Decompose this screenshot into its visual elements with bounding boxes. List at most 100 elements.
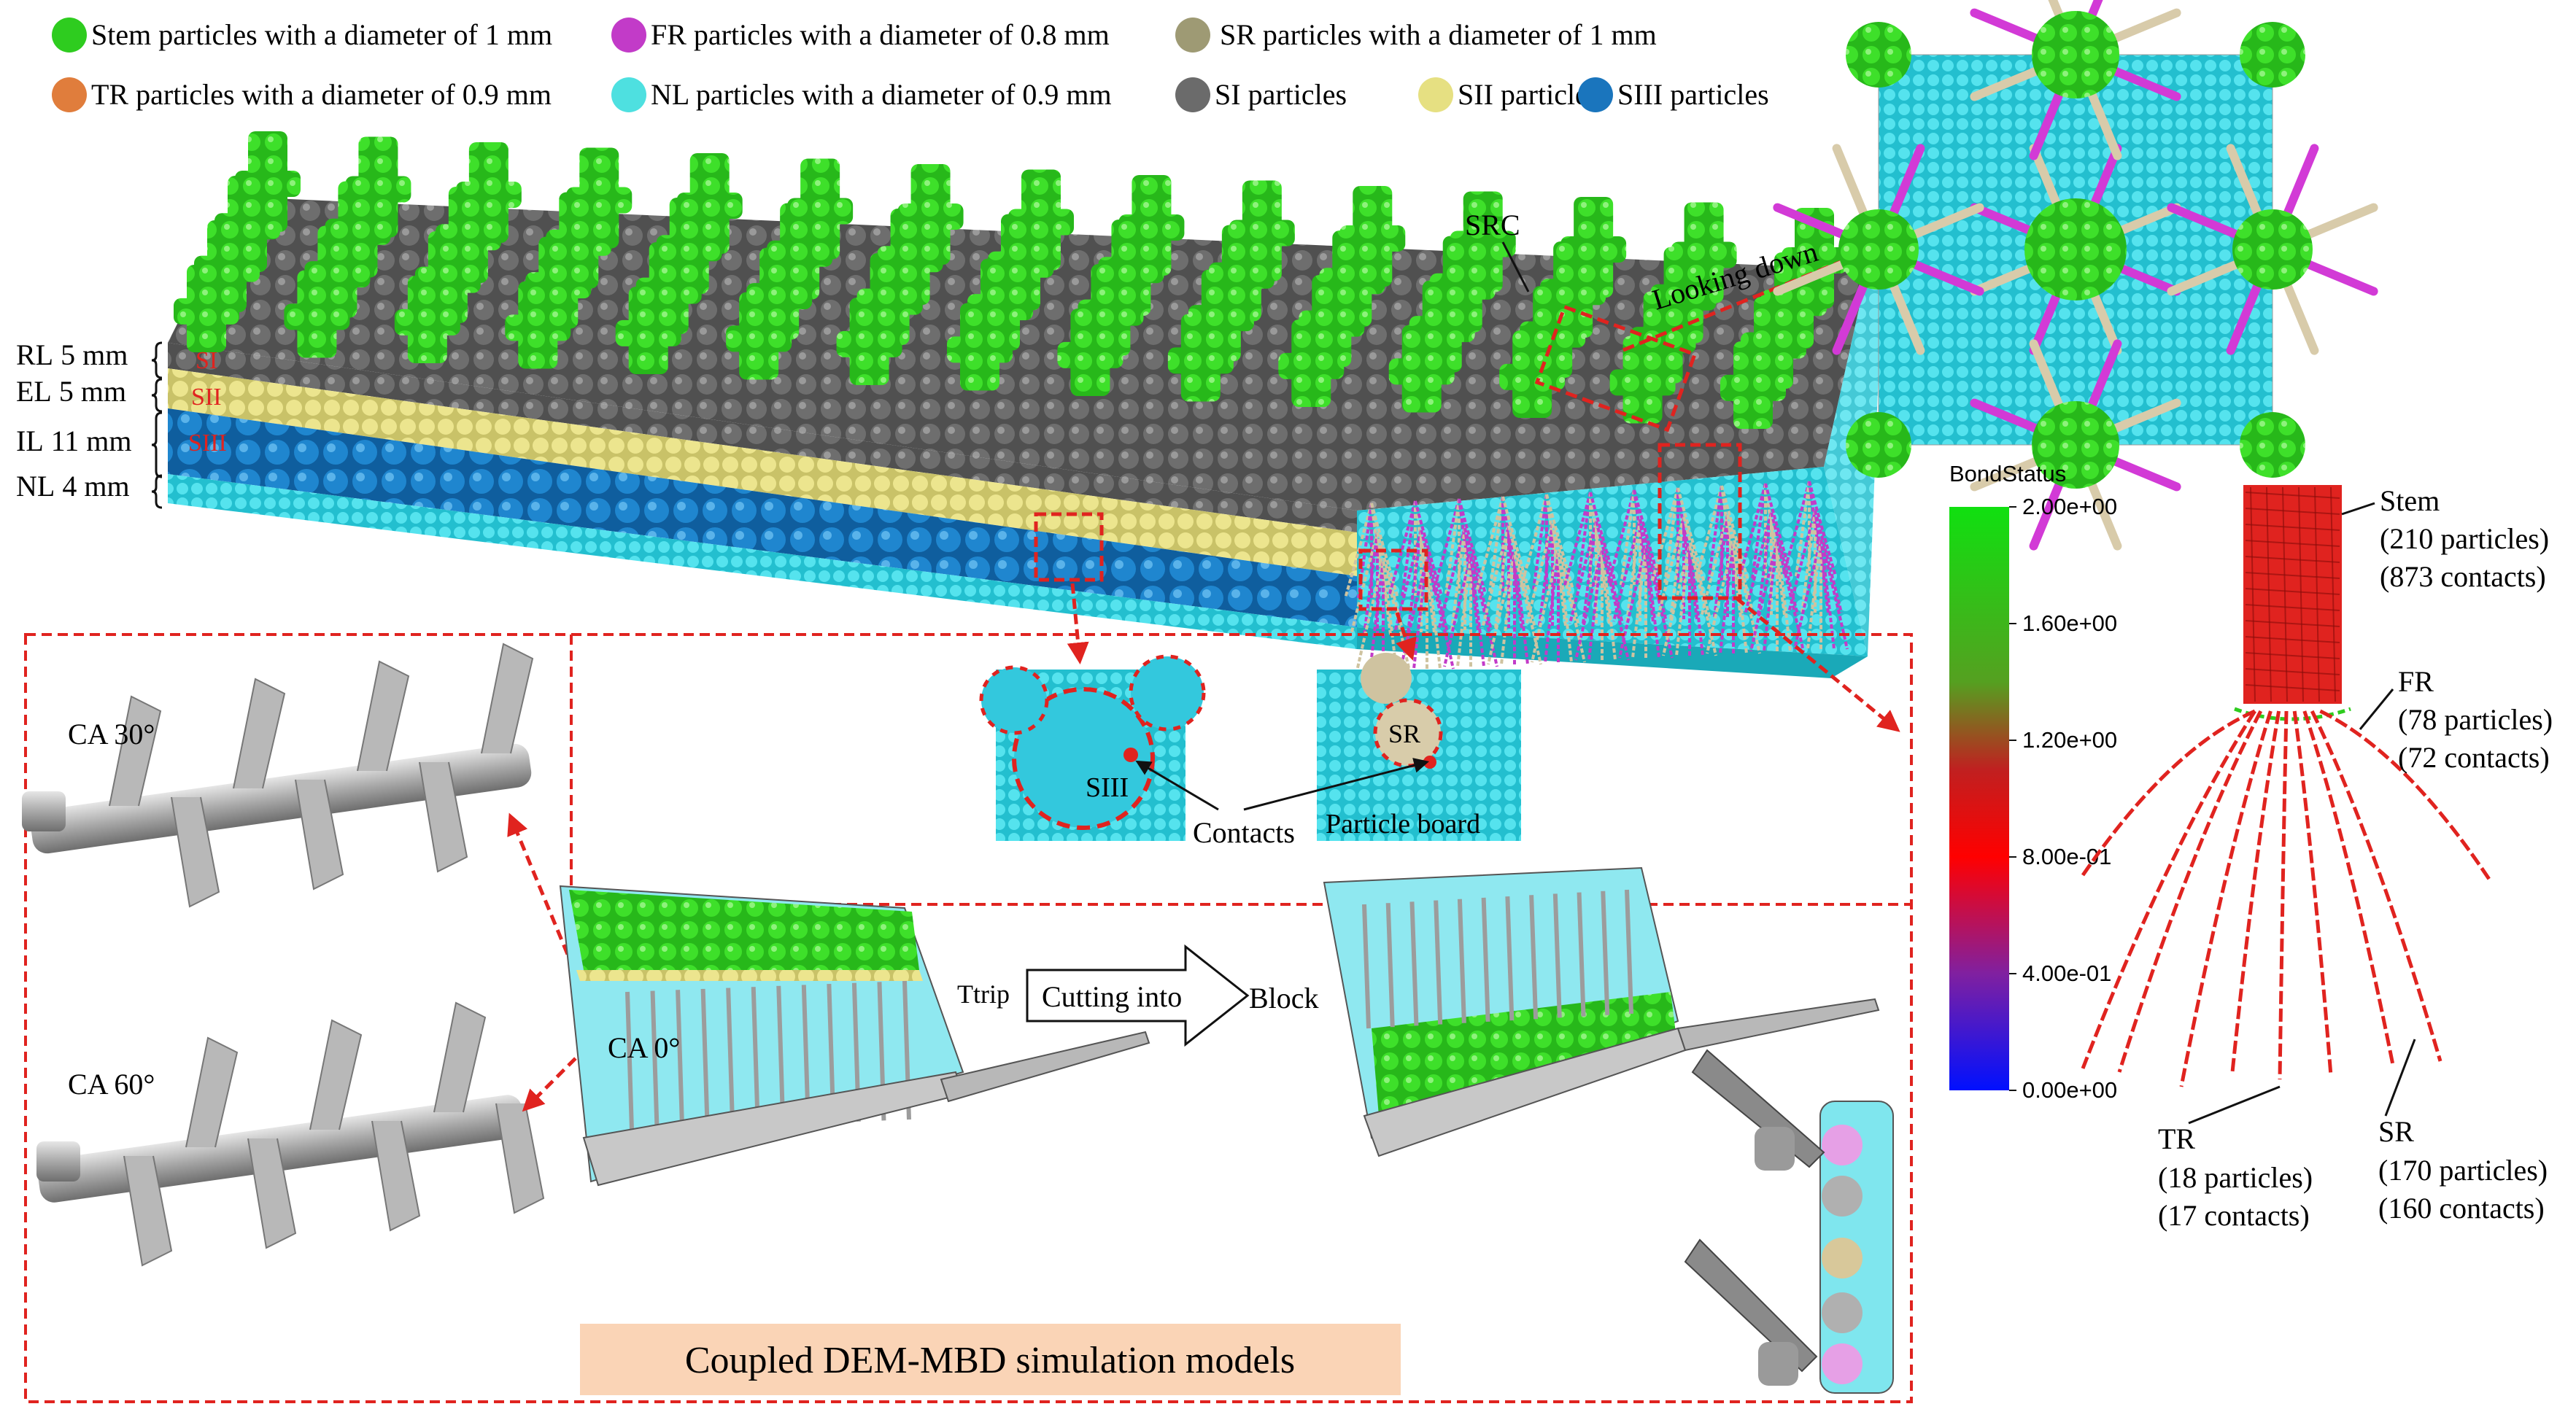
legend-label-tr: TR particles with a diameter of 0.9 mm <box>91 78 552 111</box>
legend-label-stem: Stem particles with a diameter of 1 mm <box>91 18 552 51</box>
stem-label: Stem <box>2380 484 2440 517</box>
legend-swatch-tr <box>52 77 87 112</box>
legend-item-sr: SR particles with a diameter of 1 mm <box>1175 18 1657 53</box>
siii-neighbor-1 <box>981 667 1047 733</box>
stem-contacts: (873 contacts) <box>2380 560 2546 593</box>
contact-inset-siii: SIII <box>981 656 1204 841</box>
ca30-label: CA 30° <box>68 718 155 750</box>
ca0-label: CA 0° <box>608 1031 680 1064</box>
rotor-blade <box>310 1020 361 1130</box>
layer-label-nl: NL4 mm <box>16 470 130 503</box>
stem-crossbar <box>1720 375 1786 401</box>
top-view-stem-top <box>2032 11 2119 98</box>
legend-swatch-nl <box>611 77 646 112</box>
machine-after <box>1324 868 1893 1393</box>
frame-left-top <box>571 635 1342 904</box>
tr-leader <box>2189 1087 2280 1123</box>
contact-inset-sr: SR Particle board <box>1317 653 1521 841</box>
fr-label: FR <box>2398 665 2434 698</box>
particle-board-label: Particle board <box>1326 809 1480 839</box>
stem-crossbar <box>616 320 681 346</box>
stem-leader <box>2342 503 2375 514</box>
legend-item-si: SI particles <box>1175 77 1347 112</box>
top-view-stem-right <box>2232 209 2313 290</box>
ca60-label: CA 60° <box>68 1068 155 1101</box>
sr-root-label: SR <box>2378 1115 2414 1148</box>
block-label: Block <box>1249 982 1319 1014</box>
stem-crossbar <box>1610 369 1676 395</box>
stem-crossbar <box>726 325 792 352</box>
rotor-ca60 <box>36 1003 544 1265</box>
stem-crossbar <box>395 309 460 335</box>
arm-joint-upper <box>1755 1127 1795 1171</box>
stem-crossbar <box>1057 342 1123 368</box>
colorbar-tick-label: 2.00e+00 <box>2022 494 2117 519</box>
legend-item-sii: SII particles <box>1418 77 1599 112</box>
fr-contacts: (72 contacts) <box>2398 741 2550 774</box>
top-view-stem-tr <box>2240 22 2305 88</box>
layer-label-il: IL11 mm <box>16 424 132 457</box>
sr-root-particles: (170 particles) <box>2378 1154 2548 1187</box>
stem-crossbar <box>505 314 570 341</box>
legend-label-siii: SIII particles <box>1617 78 1769 111</box>
brace-nl <box>152 476 162 508</box>
sr-root-contacts: (160 contacts) <box>2378 1192 2545 1225</box>
caption-text: Coupled DEM-MBD simulation models <box>685 1340 1295 1381</box>
top-view-stem-br <box>2240 412 2305 478</box>
legend-swatch-si <box>1175 77 1210 112</box>
legend-label-sr: SR particles with a diameter of 1 mm <box>1220 18 1657 51</box>
sr-inset-label: SR <box>1388 719 1420 748</box>
ca60-hub <box>36 1141 80 1182</box>
contacts-label: Contacts <box>1193 816 1295 849</box>
stem-crossbar <box>1499 364 1565 390</box>
rotor-blade <box>186 1038 237 1147</box>
colorbar-ticks: 2.00e+001.60e+001.20e+008.00e-014.00e-01… <box>2009 494 2117 1103</box>
legend: Stem particles with a diameter of 1 mm F… <box>52 18 1769 112</box>
stem-crossbar <box>947 336 1013 362</box>
legend-item-siii: SIII particles <box>1578 77 1769 112</box>
legend-item-nl: NL particles with a diameter of 0.9 mm <box>611 77 1112 112</box>
gear-4 <box>1822 1292 1863 1333</box>
stem-crossbar <box>284 303 349 330</box>
siii-contact-point <box>1123 748 1138 762</box>
colorbar-tick-label: 1.20e+00 <box>2022 727 2117 753</box>
root-line <box>2181 711 2270 1087</box>
siii-neighbor-2 <box>1131 656 1204 729</box>
gear-3 <box>1822 1238 1863 1279</box>
legend-item-tr: TR particles with a diameter of 0.9 mm <box>52 77 552 112</box>
legend-swatch-sii <box>1418 77 1453 112</box>
ca30-hub <box>22 791 66 831</box>
top-view-stem-tl <box>1846 22 1911 88</box>
gear-5 <box>1822 1343 1863 1384</box>
soil-label-siii: SIII <box>188 430 227 457</box>
fr-leader <box>2360 689 2393 729</box>
legend-swatch-stem <box>52 18 87 53</box>
brace-il <box>152 413 162 477</box>
sr-particle-upper <box>1361 653 1412 704</box>
arm-joint-lower <box>1758 1342 1798 1386</box>
root-model: Stem (210 particles) (873 contacts) FR (… <box>2083 484 2553 1232</box>
colorbar-title: BondStatus <box>1949 461 2066 486</box>
soil-label-sii: SII <box>191 384 222 411</box>
brace-rl <box>152 343 162 378</box>
top-view-stem-left <box>1838 209 1919 290</box>
rotor-blade <box>233 679 285 788</box>
legend-label-si: SI particles <box>1215 78 1347 111</box>
root-line <box>2305 711 2393 1065</box>
rotor-blade <box>434 1003 485 1112</box>
colorbar-gradient <box>1949 507 2009 1090</box>
colorbar-tick-label: 8.00e-01 <box>2022 844 2111 869</box>
root-line <box>2280 711 2286 1079</box>
legend-item-stem: Stem particles with a diameter of 1 mm <box>52 18 552 53</box>
soil-label-si: SI <box>196 347 217 374</box>
colorbar: BondStatus 2.00e+001.60e+001.20e+008.00e… <box>1949 461 2117 1103</box>
rail-right <box>1678 999 1879 1050</box>
top-view-inset <box>1777 0 2373 546</box>
tr-particles: (18 particles) <box>2158 1161 2313 1194</box>
top-view-stem-center <box>2024 198 2127 300</box>
root-line <box>2083 711 2255 1068</box>
legend-swatch-siii <box>1578 77 1613 112</box>
